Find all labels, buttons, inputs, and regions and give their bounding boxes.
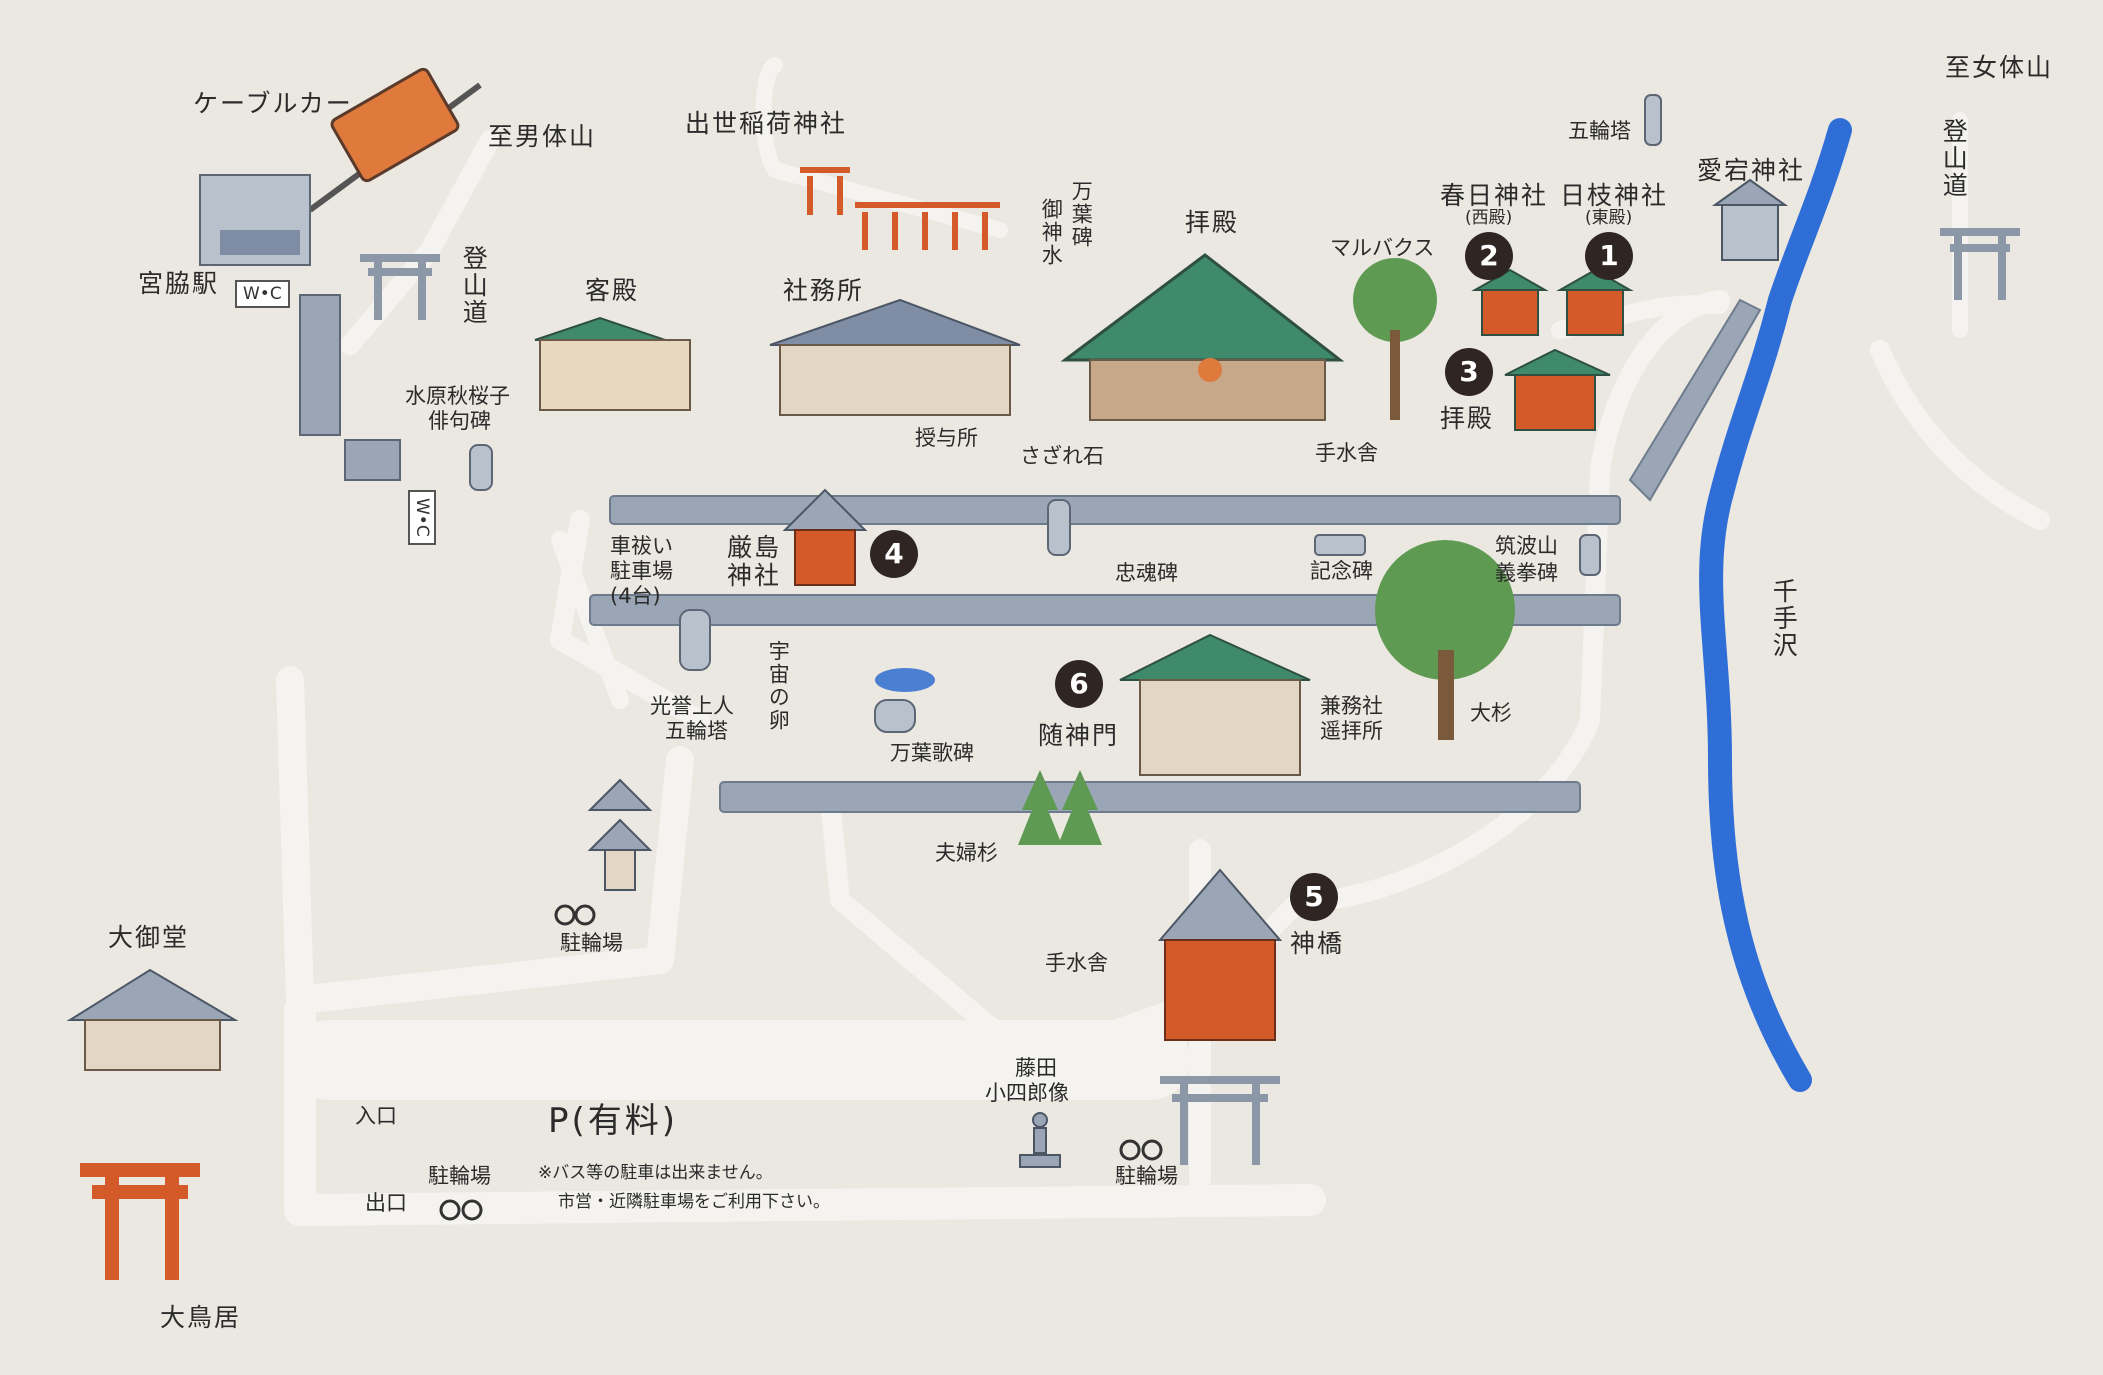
label-tozando-left: 登山道: [459, 245, 489, 326]
label-koyo-2: 五輪塔: [665, 719, 728, 743]
statue-icon: [1019, 1112, 1061, 1168]
bicycle-icon: [439, 904, 1163, 1221]
label-mizuhara-1: 水原秋桜子: [405, 384, 510, 408]
label-kurumaharai-1: 車祓い: [610, 534, 673, 558]
label-goshinsui: 御神水: [1039, 198, 1064, 267]
label-hie-2: (東殿): [1585, 208, 1633, 228]
label-omido: 大御堂: [108, 923, 190, 952]
label-kasuga-1: 春日神社: [1440, 181, 1549, 210]
label-gorinto-top: 五輪塔: [1568, 119, 1631, 143]
label-atago: 愛宕神社: [1697, 156, 1806, 185]
stairs-left: [299, 294, 341, 436]
marker-6: 6: [1055, 660, 1103, 708]
label-uchu-no-tamago: 宇宙の卵: [766, 640, 791, 732]
stone-monument-icon: [469, 94, 1662, 733]
label-tsukubasan-2: 義拳碑: [1495, 561, 1558, 585]
label-zuishinmon: 随神門: [1038, 721, 1120, 750]
label-otorii: 大鳥居: [160, 1303, 242, 1332]
pagoda-icon: [587, 778, 653, 891]
label-temizusha-top: 手水舎: [1315, 441, 1378, 465]
label-marubakusu: マルバクス: [1330, 236, 1435, 260]
label-osugi: 大杉: [1470, 701, 1512, 725]
miyawaki-station: [199, 174, 311, 266]
tree-icon: [1018, 258, 1515, 845]
wc-sign-1: W•C: [235, 280, 290, 308]
label-haiden: 拝殿: [1185, 208, 1240, 237]
label-fujita-1: 藤田: [1015, 1056, 1057, 1080]
label-itsukushima-1: 厳島: [727, 533, 782, 562]
label-fujita-2: 小四郎像: [985, 1081, 1069, 1105]
label-notice-1: ※バス等の駐車は出来ません。: [538, 1163, 773, 1183]
haiden-building: [1060, 253, 1345, 421]
stone-walls: [589, 298, 1762, 813]
label-mizuhara-2: 俳句碑: [428, 409, 491, 433]
label-manyo-kahi: 万葉歌碑: [890, 741, 974, 765]
label-to-nyotai: 至女体山: [1945, 53, 2054, 82]
label-manyo-hi: 万葉碑: [1069, 180, 1094, 249]
marker-4: 4: [870, 530, 918, 578]
label-sazare-ishi: さざれ石: [1020, 444, 1104, 468]
label-entrance: 入口: [355, 1104, 397, 1128]
label-notice-2: 市営・近隣駐車場をご利用下さい。: [558, 1192, 830, 1212]
label-churinjo-3: 駐輪場: [1115, 1164, 1178, 1188]
label-meoto-sugi: 夫婦杉: [935, 841, 998, 865]
cable-car-icon: [308, 67, 482, 213]
itsukushima-shrine: [782, 488, 868, 586]
torii-icon: [360, 228, 2020, 1165]
label-kurumaharai-3: (4台): [610, 584, 661, 608]
shinkyo-bridge: [1157, 868, 1283, 1041]
label-kenmusha-2: 遥拝所: [1320, 719, 1383, 743]
label-shamusho: 社務所: [783, 276, 865, 305]
senjusawa-river: [1699, 118, 1852, 1092]
label-kinenhi: 記念碑: [1310, 559, 1373, 583]
inari-torii-icon: [800, 167, 1000, 250]
label-miyawaki-station: 宮脇駅: [138, 269, 220, 298]
wc-sign-2: W•C: [408, 490, 436, 545]
marker-3: 3: [1445, 348, 1493, 396]
label-parking: P(有料): [548, 1101, 679, 1141]
label-chukonhi: 忠魂碑: [1115, 561, 1178, 585]
label-hie-1: 日枝神社: [1560, 181, 1669, 210]
marker-2: 2: [1465, 232, 1513, 280]
atago-shrine: [1711, 178, 1789, 261]
label-exit: 出口: [365, 1191, 407, 1215]
marker-1: 1: [1585, 232, 1633, 280]
label-kenmusha-1: 兼務社: [1320, 694, 1383, 718]
label-kyakuden: 客殿: [585, 276, 640, 305]
grand-torii-icon: [80, 1163, 200, 1280]
omido-hall: [66, 968, 239, 1071]
marker-5: 5: [1290, 873, 1338, 921]
label-to-nantai: 至男体山: [488, 122, 597, 151]
stairs-left-lower: [344, 439, 401, 481]
kyakuden-building: [534, 316, 691, 411]
label-koyo-1: 光誉上人: [650, 694, 734, 718]
label-haiden-3: 拝殿: [1440, 404, 1495, 433]
shrine-icon: [1471, 268, 1634, 431]
label-tozando-right: 登山道: [1939, 118, 1969, 199]
label-juyosho: 授与所: [915, 426, 978, 450]
label-senjusawa: 千手沢: [1769, 578, 1799, 659]
label-cable-car: ケーブルカー: [193, 89, 353, 118]
label-shinkyo: 神橋: [1290, 929, 1345, 958]
label-temizusha-mid: 手水舎: [1045, 951, 1108, 975]
label-shusse-inari: 出世稲荷神社: [685, 109, 848, 138]
label-tsukubasan-1: 筑波山: [1495, 534, 1558, 558]
label-itsukushima-2: 神社: [727, 561, 782, 590]
label-churinjo-2: 駐輪場: [428, 1164, 491, 1188]
shamusho-building: [769, 298, 1021, 416]
label-churinjo-1: 駐輪場: [560, 931, 623, 955]
label-kurumaharai-2: 駐車場: [610, 559, 673, 583]
zuishinmon-gate: [1119, 633, 1311, 776]
label-kasuga-2: (西殿): [1465, 208, 1513, 228]
